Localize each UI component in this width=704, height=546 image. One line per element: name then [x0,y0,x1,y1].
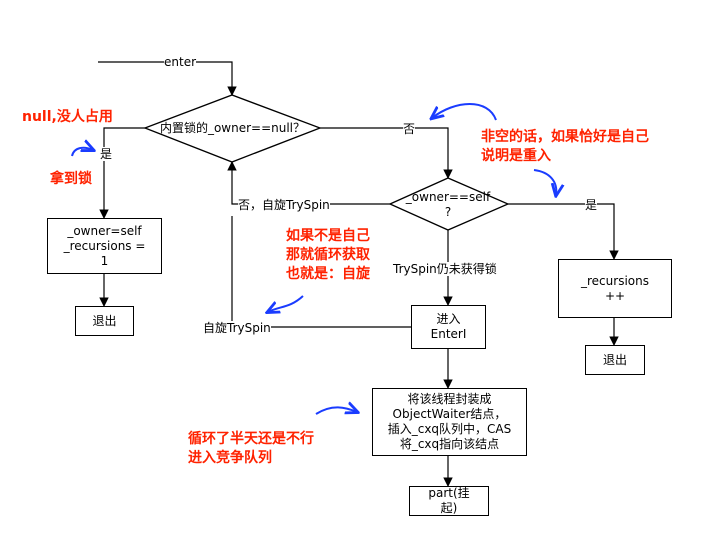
note-spin: 如果不是自己 那就循环获取 也就是：自旋 [286,228,370,282]
decision-owner-self-text-line2: ? [444,205,452,219]
box-exit-left: 退出 [75,306,134,336]
label-spin-back: 自旋TrySpin [203,321,271,335]
decision-owner-self-text-line1: _owner==self [405,190,491,204]
label-self-yes: 是 [585,198,598,212]
annotation-arrows [71,103,556,415]
box-wrap-waiter: 将该线程封装成 ObjectWaiter结点， 插入_cxq队列中，CAS 将_… [372,388,527,456]
edge-self-yes [508,203,619,260]
note-null: null,没人占用 [22,109,113,125]
label-enter: enter [164,55,197,69]
box-park: part(挂 起) [409,486,489,516]
box-exit-right: 退出 [585,345,645,375]
decision-owner-null-text: 内置锁的_owner==null？ [159,121,306,135]
label-null-yes: 是 [100,147,113,161]
note-got-lock: 拿到锁 [50,171,92,187]
arrow-reentry-top [432,103,497,120]
note-reentry: 非空的话，如果恰好是自己 说明是重入 [481,129,649,164]
box-set-owner: _owner=self _recursions = 1 [47,218,162,274]
arrow-queue [315,407,357,415]
arrow-spin [268,295,304,312]
box-enter-i: 进入 EnterI [411,305,486,349]
decision-owner-null [143,94,322,163]
arrow-reentry-bottom [533,169,556,195]
edge-null-yes [99,127,145,219]
box-recursions-inc: _recursions ++ [558,259,672,318]
label-null-no: 否 [403,122,416,136]
edge-enter-to-null-check [98,61,237,96]
decision-owner-self [388,177,510,231]
note-queue: 循环了半天还是不行 进入竞争队列 [188,431,314,466]
label-tryspin-fail: TrySpin仍未获得锁 [393,262,497,276]
arrow-got-lock [71,148,93,157]
label-self-no-tryspin: 否，自旋TrySpin [238,198,330,212]
edge-null-no [320,127,453,179]
edge-self-no-tryspin [227,161,390,205]
